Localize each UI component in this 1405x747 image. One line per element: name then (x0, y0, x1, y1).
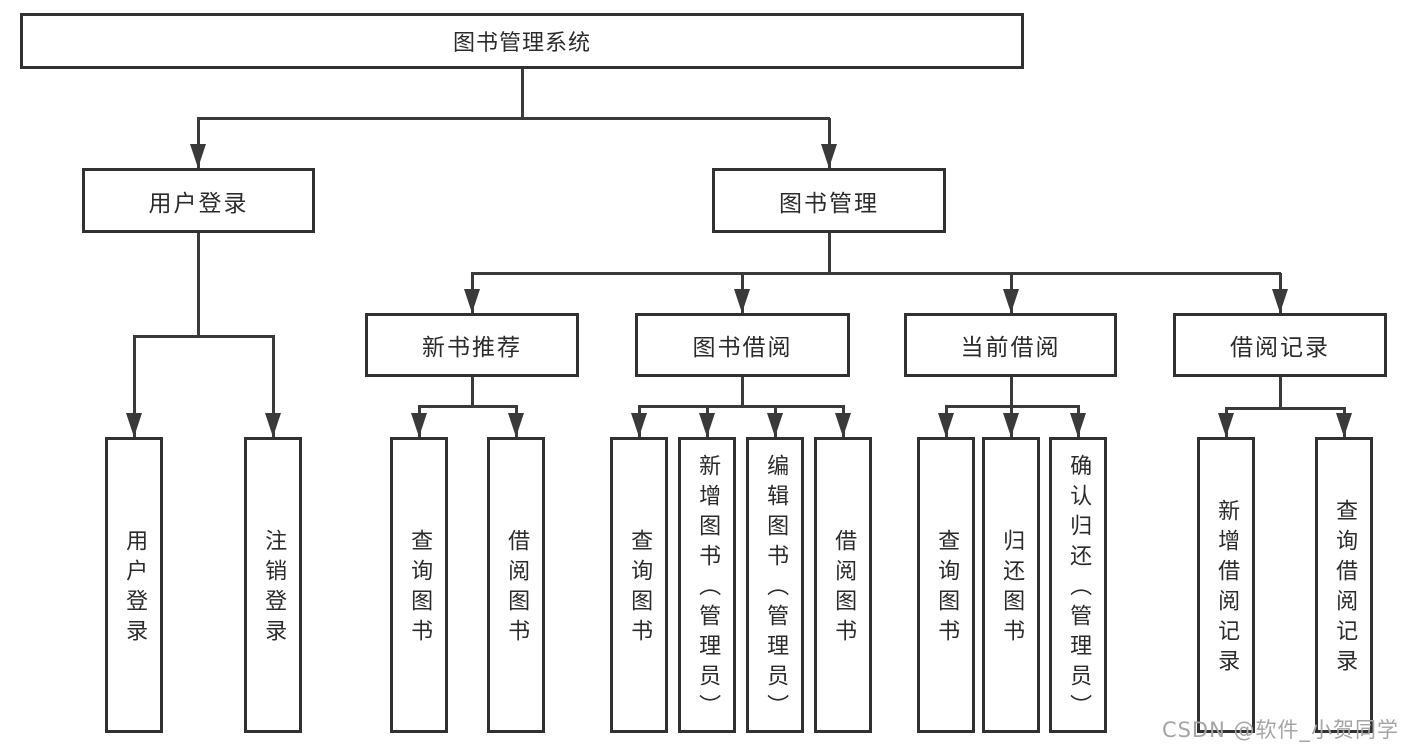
connector-h-line (945, 405, 1080, 408)
node-label: 注销登录 (261, 529, 287, 649)
leaf-query-book-borrow: 查询图书 (610, 437, 668, 733)
node-label: 图书管理系统 (452, 31, 591, 56)
connector-v-line (521, 69, 524, 118)
node-book-borrow: 图书借阅 (635, 313, 850, 377)
leaf-add-borrow-record: 新增借阅记录 (1197, 437, 1255, 733)
leaf-confirm-return-admin: 确认归还（管理员） (1049, 437, 1107, 733)
node-current-borrow: 当前借阅 (904, 313, 1117, 377)
arrowhead-down-icon (1070, 413, 1086, 437)
connector-h-line (471, 272, 1281, 275)
arrowhead-down-icon (464, 289, 480, 313)
arrowhead-down-icon (699, 413, 715, 437)
leaf-return-book: 归还图书 (982, 437, 1040, 733)
leaf-add-book-admin: 新增图书（管理员） (678, 437, 736, 733)
connector-h-line (638, 405, 845, 408)
arrowhead-down-icon (190, 144, 206, 168)
node-label: 查询借阅记录 (1332, 499, 1358, 679)
leaf-query-borrow-record: 查询借阅记录 (1315, 437, 1373, 733)
connector-v-line (741, 377, 744, 408)
arrowhead-down-icon (835, 413, 851, 437)
node-book-management: 图书管理 (712, 168, 946, 233)
leaf-borrow-book: 借阅图书 (814, 437, 872, 733)
node-label: 确认归还（管理员） (1066, 454, 1092, 724)
connector-h-line (1225, 407, 1346, 410)
arrowhead-down-icon (1272, 289, 1288, 313)
arrowhead-down-icon (1218, 413, 1234, 437)
arrowhead-down-icon (1336, 413, 1352, 437)
node-label: 新书推荐 (422, 335, 522, 361)
node-label: 新增借阅记录 (1214, 499, 1240, 679)
connector-v-line (471, 377, 474, 408)
node-label: 编辑图书（管理员） (763, 454, 789, 724)
csdn-watermark: CSDN @软件_小贺同学 (1161, 718, 1399, 742)
arrowhead-down-icon (508, 413, 524, 437)
connector-h-line (418, 405, 518, 408)
node-label: 查询图书 (407, 529, 433, 649)
node-root-library-system: 图书管理系统 (20, 13, 1024, 69)
node-label: 借阅记录 (1230, 335, 1330, 361)
arrowhead-down-icon (1003, 413, 1019, 437)
node-label: 借阅图书 (504, 529, 530, 649)
arrowhead-down-icon (734, 289, 750, 313)
arrowhead-down-icon (631, 413, 647, 437)
node-user-login: 用户登录 (82, 168, 315, 233)
node-label: 当前借阅 (960, 335, 1061, 361)
arrowhead-down-icon (938, 413, 954, 437)
arrowhead-down-icon (821, 144, 837, 168)
node-label: 借阅图书 (831, 529, 857, 649)
leaf-logout: 注销登录 (244, 437, 302, 733)
connector-v-line (828, 233, 831, 273)
node-label: 查询图书 (627, 529, 653, 649)
connector-h-line (133, 335, 275, 338)
connector-h-line (197, 117, 830, 120)
node-label: 查询图书 (934, 529, 960, 649)
node-label: 用户登录 (148, 190, 249, 217)
arrowhead-down-icon (1003, 289, 1019, 313)
node-label: 新增图书（管理员） (695, 454, 721, 724)
leaf-edit-book-admin: 编辑图书（管理员） (746, 437, 804, 733)
connector-v-line (828, 118, 831, 168)
connector-v-line (197, 233, 200, 336)
arrowhead-down-icon (265, 413, 281, 437)
arrowhead-down-icon (767, 413, 783, 437)
connector-v-line (197, 118, 200, 168)
connector-v-line (1279, 377, 1282, 408)
leaf-borrow-book-recommend: 借阅图书 (487, 437, 545, 733)
arrowhead-down-icon (126, 413, 142, 437)
node-label: 归还图书 (999, 529, 1025, 649)
connector-v-line (133, 336, 136, 437)
node-borrow-records: 借阅记录 (1173, 313, 1387, 377)
leaf-user-login: 用户登录 (105, 437, 163, 733)
node-new-book-recommend: 新书推荐 (365, 313, 579, 377)
node-label: 图书借阅 (692, 335, 793, 361)
connector-v-line (272, 336, 275, 437)
node-label: 图书管理 (779, 190, 879, 217)
node-label: 用户登录 (122, 529, 148, 649)
arrowhead-down-icon (411, 413, 427, 437)
leaf-query-book-recommend: 查询图书 (390, 437, 448, 733)
connector-v-line (1010, 377, 1013, 408)
leaf-query-book-current: 查询图书 (917, 437, 975, 733)
